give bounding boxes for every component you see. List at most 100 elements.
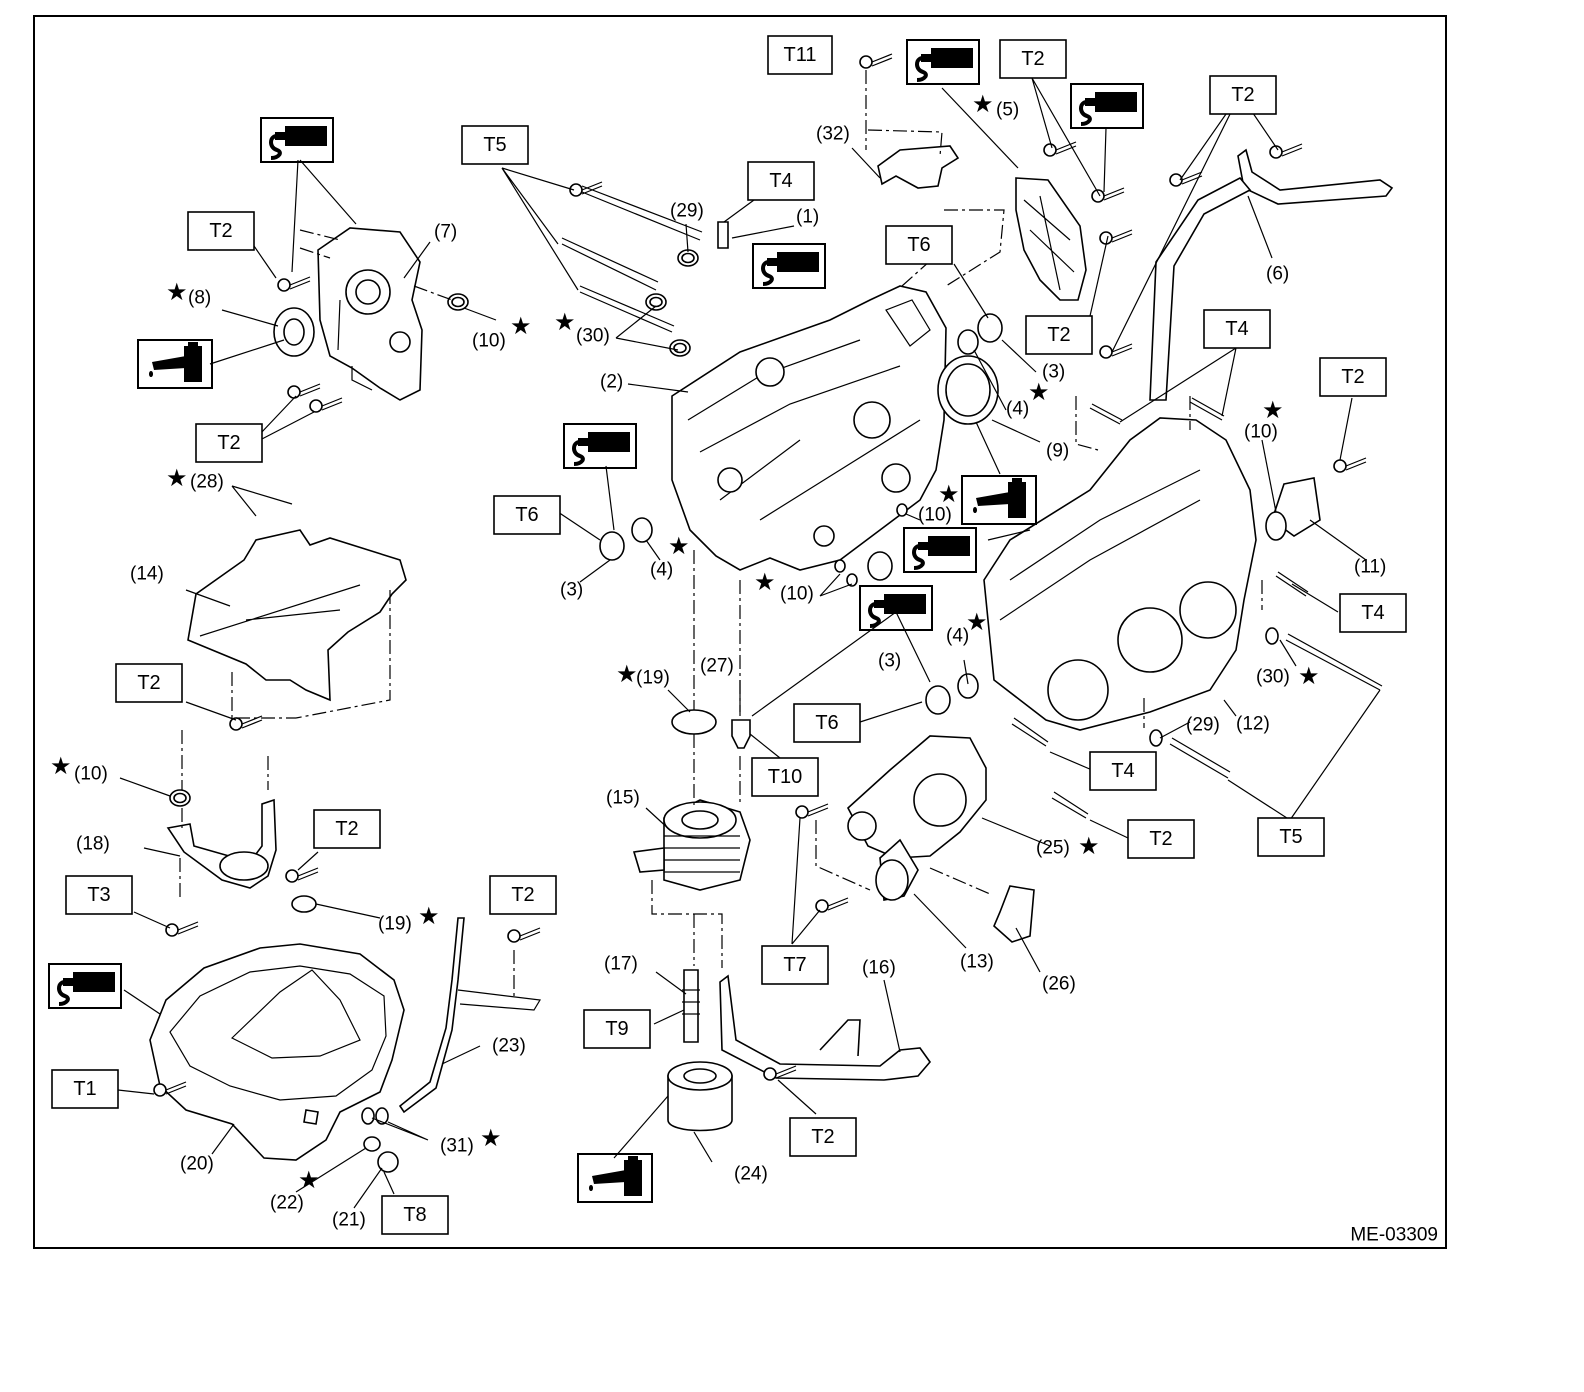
oil-strainer-part <box>166 798 277 889</box>
plug-part <box>599 531 625 561</box>
callout-3: (3) <box>1042 362 1065 383</box>
star-icon: ★ <box>50 752 72 780</box>
gauge-guide-part <box>303 1109 319 1125</box>
torque-box-t2: T2 <box>1319 357 1387 397</box>
union-screw-part <box>731 719 751 749</box>
callout-24: (24) <box>734 1164 768 1185</box>
callout-11: (11) <box>1354 557 1386 578</box>
torque-box-t2: T2 <box>1127 819 1195 859</box>
callout-17: (17) <box>604 954 638 975</box>
svg-text:T1: T1 <box>73 1078 96 1100</box>
svg-text:T2: T2 <box>209 220 232 242</box>
svg-text:T4: T4 <box>1361 602 1384 624</box>
svg-text:T9: T9 <box>605 1018 628 1040</box>
o-ring-part <box>867 551 893 581</box>
torque-box-t2: T2 <box>313 809 381 849</box>
sealant-icon <box>1069 82 1145 130</box>
star-icon: ★ <box>972 90 994 118</box>
callout-32: (32) <box>816 124 850 145</box>
sealant-icon <box>905 38 981 86</box>
star-icon: ★ <box>668 532 690 560</box>
connector-part <box>683 969 699 1043</box>
svg-text:T4: T4 <box>1111 760 1134 782</box>
svg-text:T6: T6 <box>907 234 930 256</box>
o-ring-part <box>169 789 191 807</box>
star-icon: ★ <box>966 608 988 636</box>
cylinder-block-lh-part <box>671 285 947 571</box>
svg-text:T4: T4 <box>1225 318 1248 340</box>
callout-10: (10) <box>74 764 108 785</box>
star-icon: ★ <box>616 660 638 688</box>
torque-box-t2: T2 <box>1209 75 1277 115</box>
bolt-part <box>507 927 541 943</box>
star-icon: ★ <box>1262 396 1284 424</box>
bolt-part <box>287 383 321 399</box>
stud-bolt-part <box>579 285 675 333</box>
torque-box-t2: T2 <box>1025 315 1093 355</box>
figure-code: ME-03309 <box>1350 1225 1438 1246</box>
water-pump-part <box>847 735 987 859</box>
water-pipe-part <box>1237 148 1394 205</box>
svg-text:T11: T11 <box>784 44 817 66</box>
torque-box-t2: T2 <box>789 1117 857 1157</box>
callout-1: (1) <box>796 207 819 228</box>
callout-7: (7) <box>434 222 457 243</box>
callout-19: (19) <box>636 668 670 689</box>
torque-box-t1: T1 <box>51 1069 119 1109</box>
torque-box-t6: T6 <box>885 225 953 265</box>
torque-box-t6: T6 <box>493 495 561 535</box>
gasket-part <box>291 895 317 913</box>
replacement-star-marks: ★ ★ ★ ★ ★ ★ ★ ★ ★ ★ ★ ★ ★ ★ ★ ★ ★ ★ <box>50 90 1320 1194</box>
water-pipe-part <box>1149 176 1252 401</box>
torque-box-t2: T2 <box>999 39 1067 79</box>
torque-box-t10: T10 <box>751 757 819 797</box>
figure-frame <box>33 15 1447 1249</box>
callout-13: (13) <box>960 952 994 973</box>
callout-labels: (1) (2) (3) (3) (3) (4) (4) (4) (5) (6) … <box>74 100 1386 1231</box>
stud-bolt-part <box>1189 397 1225 421</box>
baffle-plate-part <box>187 529 407 702</box>
torque-box-t4: T4 <box>1339 593 1407 633</box>
torque-box-t2: T2 <box>115 663 183 703</box>
gasket-part <box>957 673 979 699</box>
o-ring-part <box>671 709 717 735</box>
torque-box-t7: T7 <box>761 945 829 985</box>
svg-text:T10: T10 <box>768 766 802 788</box>
star-icon: ★ <box>1028 378 1050 406</box>
star-icon: ★ <box>1078 832 1100 860</box>
sealant-icon <box>902 526 978 574</box>
oil-can-icon <box>137 339 213 389</box>
o-ring-part <box>669 339 691 357</box>
callout-4: (4) <box>946 626 969 647</box>
bolt-part <box>165 921 199 937</box>
oil-pressure-switch-part <box>717 221 729 249</box>
o-ring-part <box>1149 729 1163 747</box>
stud-bolt-part <box>1275 571 1309 597</box>
gauge-bracket-part <box>457 989 541 1011</box>
torque-box-t3: T3 <box>65 875 133 915</box>
gasket-part <box>631 517 653 543</box>
torque-box-t5: T5 <box>1257 817 1325 857</box>
star-icon: ★ <box>480 1124 502 1152</box>
svg-text:T6: T6 <box>515 504 538 526</box>
drain-plug-part <box>377 1151 399 1173</box>
callout-25: (25) <box>1036 838 1070 859</box>
o-ring-part <box>375 1107 389 1125</box>
callout-30: (30) <box>576 326 610 347</box>
stud-bolt-part <box>1089 403 1123 425</box>
bolt-part <box>285 867 319 883</box>
callout-10: (10) <box>780 584 814 605</box>
callout-9: (9) <box>1046 441 1069 462</box>
bolt-part <box>1099 229 1133 245</box>
svg-text:T6: T6 <box>815 712 838 734</box>
callout-28: (28) <box>190 472 224 493</box>
callout-15: (15) <box>606 788 640 809</box>
svg-text:T2: T2 <box>335 818 358 840</box>
bolt-part <box>277 276 311 292</box>
torque-box-t4: T4 <box>1089 751 1157 791</box>
o-ring-part <box>1265 511 1287 541</box>
svg-text:T2: T2 <box>511 884 534 906</box>
star-icon: ★ <box>554 308 576 336</box>
stud-bolt-part <box>581 185 703 241</box>
oil-level-gauge-part <box>398 917 465 1114</box>
